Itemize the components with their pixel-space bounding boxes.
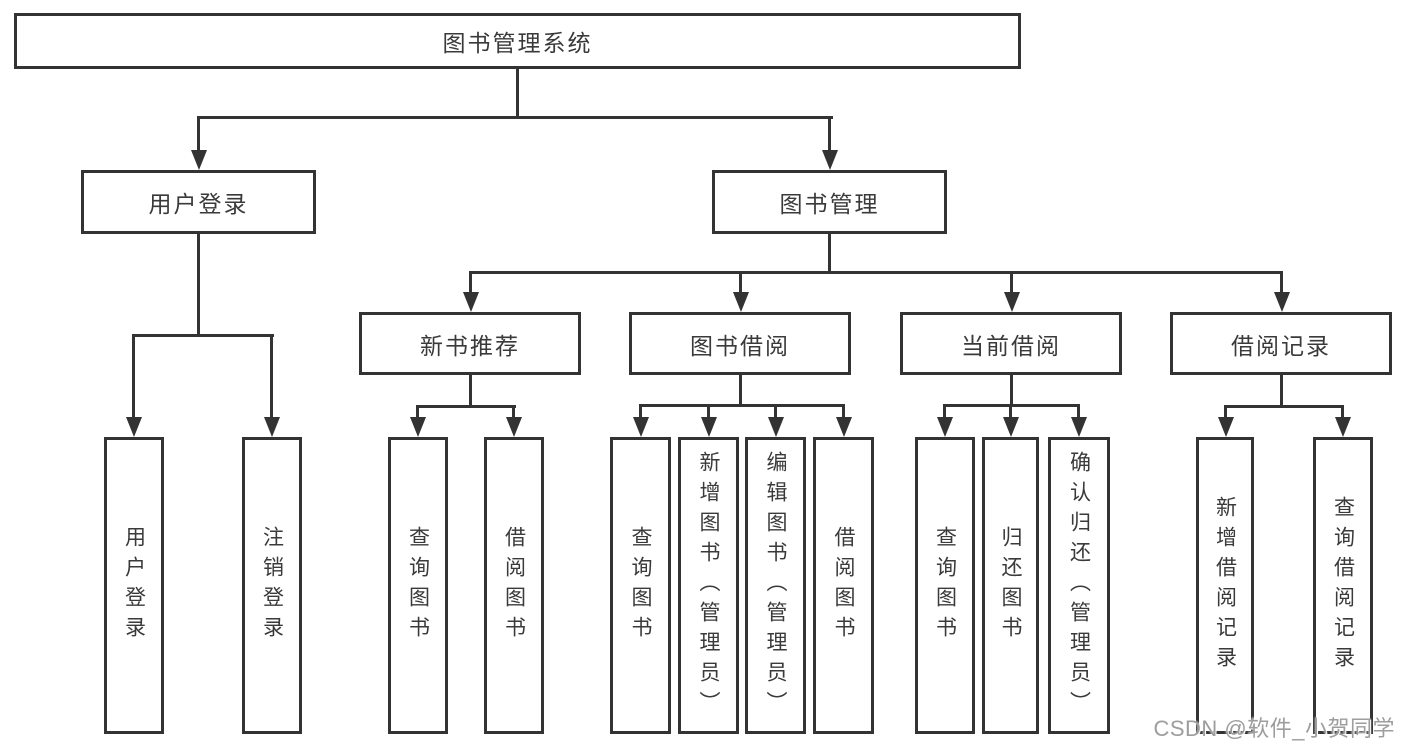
connector-line xyxy=(1280,271,1283,296)
node-label: 新增图书（管理员） xyxy=(697,450,720,721)
connector-line xyxy=(1224,405,1227,419)
connector-line xyxy=(1010,375,1013,407)
node-label: 用户登录 xyxy=(148,191,249,217)
connector-line xyxy=(270,334,273,419)
leaf-return-books: 归还图书 xyxy=(982,437,1039,734)
leaf-query-books-current: 查询图书 xyxy=(915,437,975,734)
connector-line xyxy=(1077,404,1080,419)
arrow-down-icon xyxy=(1335,417,1351,437)
arrow-down-icon xyxy=(1218,417,1234,437)
node-label: 归还图书 xyxy=(999,525,1022,646)
leaf-add-borrow-record: 新增借阅记录 xyxy=(1196,437,1254,734)
node-label: 当前借阅 xyxy=(961,332,1061,359)
arrow-down-icon xyxy=(701,417,717,437)
node-label: 借阅图书 xyxy=(502,525,526,646)
connector-line xyxy=(197,116,200,152)
arrow-down-icon xyxy=(937,417,953,437)
connector-line xyxy=(132,334,135,419)
connector-line xyxy=(639,404,845,407)
arrow-down-icon xyxy=(633,417,649,437)
leaf-edit-books-admin: 编辑图书（管理员） xyxy=(745,437,806,734)
arrow-down-icon xyxy=(1004,292,1020,312)
node-user-login: 用户登录 xyxy=(81,170,316,234)
node-label: 借阅记录 xyxy=(1231,332,1331,359)
arrow-down-icon xyxy=(768,417,784,437)
connector-line xyxy=(1280,375,1283,408)
node-label: 图书管理系统 xyxy=(442,30,593,56)
node-label: 编辑图书（管理员） xyxy=(764,450,787,721)
node-book-management-system: 图书管理系统 xyxy=(14,13,1021,69)
arrow-down-icon xyxy=(836,417,852,437)
connector-line xyxy=(469,375,472,408)
node-label: 用户登录 xyxy=(122,525,146,646)
connector-line xyxy=(416,405,516,408)
node-label: 图书借阅 xyxy=(690,332,790,359)
arrow-down-icon xyxy=(264,417,280,437)
connector-line xyxy=(943,404,946,419)
node-label: 查询图书 xyxy=(933,525,957,646)
node-label: 图书管理 xyxy=(779,191,880,217)
connector-line xyxy=(739,375,742,407)
arrow-down-icon xyxy=(410,417,426,437)
connector-line xyxy=(416,405,419,419)
connector-line xyxy=(1010,271,1013,296)
connector-line xyxy=(469,271,1283,274)
connector-line xyxy=(469,271,472,296)
node-label: 查询图书 xyxy=(629,525,652,646)
leaf-query-books-recommend: 查询图书 xyxy=(388,437,448,734)
connector-line xyxy=(1341,405,1344,419)
arrow-down-icon xyxy=(733,292,749,312)
leaf-confirm-return-admin: 确认归还（管理员） xyxy=(1048,437,1110,734)
arrow-down-icon xyxy=(822,150,838,170)
node-borrowing-records: 借阅记录 xyxy=(1170,312,1392,375)
node-label: 新增借阅记录 xyxy=(1213,495,1237,676)
leaf-query-borrow-record: 查询借阅记录 xyxy=(1313,437,1373,734)
connector-line xyxy=(739,271,742,296)
node-new-book-recommend: 新书推荐 xyxy=(359,312,581,375)
leaf-borrow-books: 借阅图书 xyxy=(813,437,874,734)
connector-line xyxy=(516,69,519,119)
arrow-down-icon xyxy=(1003,417,1019,437)
connector-line xyxy=(512,405,515,419)
node-label: 新书推荐 xyxy=(420,332,520,359)
node-book-management: 图书管理 xyxy=(712,170,947,234)
node-label: 查询图书 xyxy=(406,525,430,646)
leaf-add-books-admin: 新增图书（管理员） xyxy=(678,437,739,734)
connector-line xyxy=(197,234,200,337)
leaf-user-login: 用户登录 xyxy=(104,437,164,734)
node-label: 注销登录 xyxy=(260,525,284,646)
connector-line xyxy=(639,404,642,419)
leaf-query-books-borrowing: 查询图书 xyxy=(610,437,671,734)
node-label: 查询借阅记录 xyxy=(1331,495,1355,676)
connector-line xyxy=(707,404,710,419)
leaf-borrow-books-recommend: 借阅图书 xyxy=(484,437,544,734)
connector-line xyxy=(774,404,777,419)
arrow-down-icon xyxy=(506,417,522,437)
arrow-down-icon xyxy=(1071,417,1087,437)
arrow-down-icon xyxy=(463,292,479,312)
arrow-down-icon xyxy=(1274,292,1290,312)
connector-line xyxy=(1009,404,1012,419)
connector-line xyxy=(1224,405,1344,408)
csdn-watermark: CSDN @软件_小贺同学 xyxy=(1153,716,1395,741)
connector-line xyxy=(132,334,274,337)
node-label: 借阅图书 xyxy=(832,525,855,646)
node-current-borrowing: 当前借阅 xyxy=(900,312,1122,375)
node-label: 确认归还（管理员） xyxy=(1067,450,1091,721)
node-book-borrowing: 图书借阅 xyxy=(629,312,851,375)
leaf-logout: 注销登录 xyxy=(242,437,302,734)
connector-line xyxy=(828,116,831,152)
connector-line xyxy=(197,116,833,119)
connector-line xyxy=(828,234,831,274)
arrow-down-icon xyxy=(191,150,207,170)
arrow-down-icon xyxy=(126,417,142,437)
connector-line xyxy=(842,404,845,419)
